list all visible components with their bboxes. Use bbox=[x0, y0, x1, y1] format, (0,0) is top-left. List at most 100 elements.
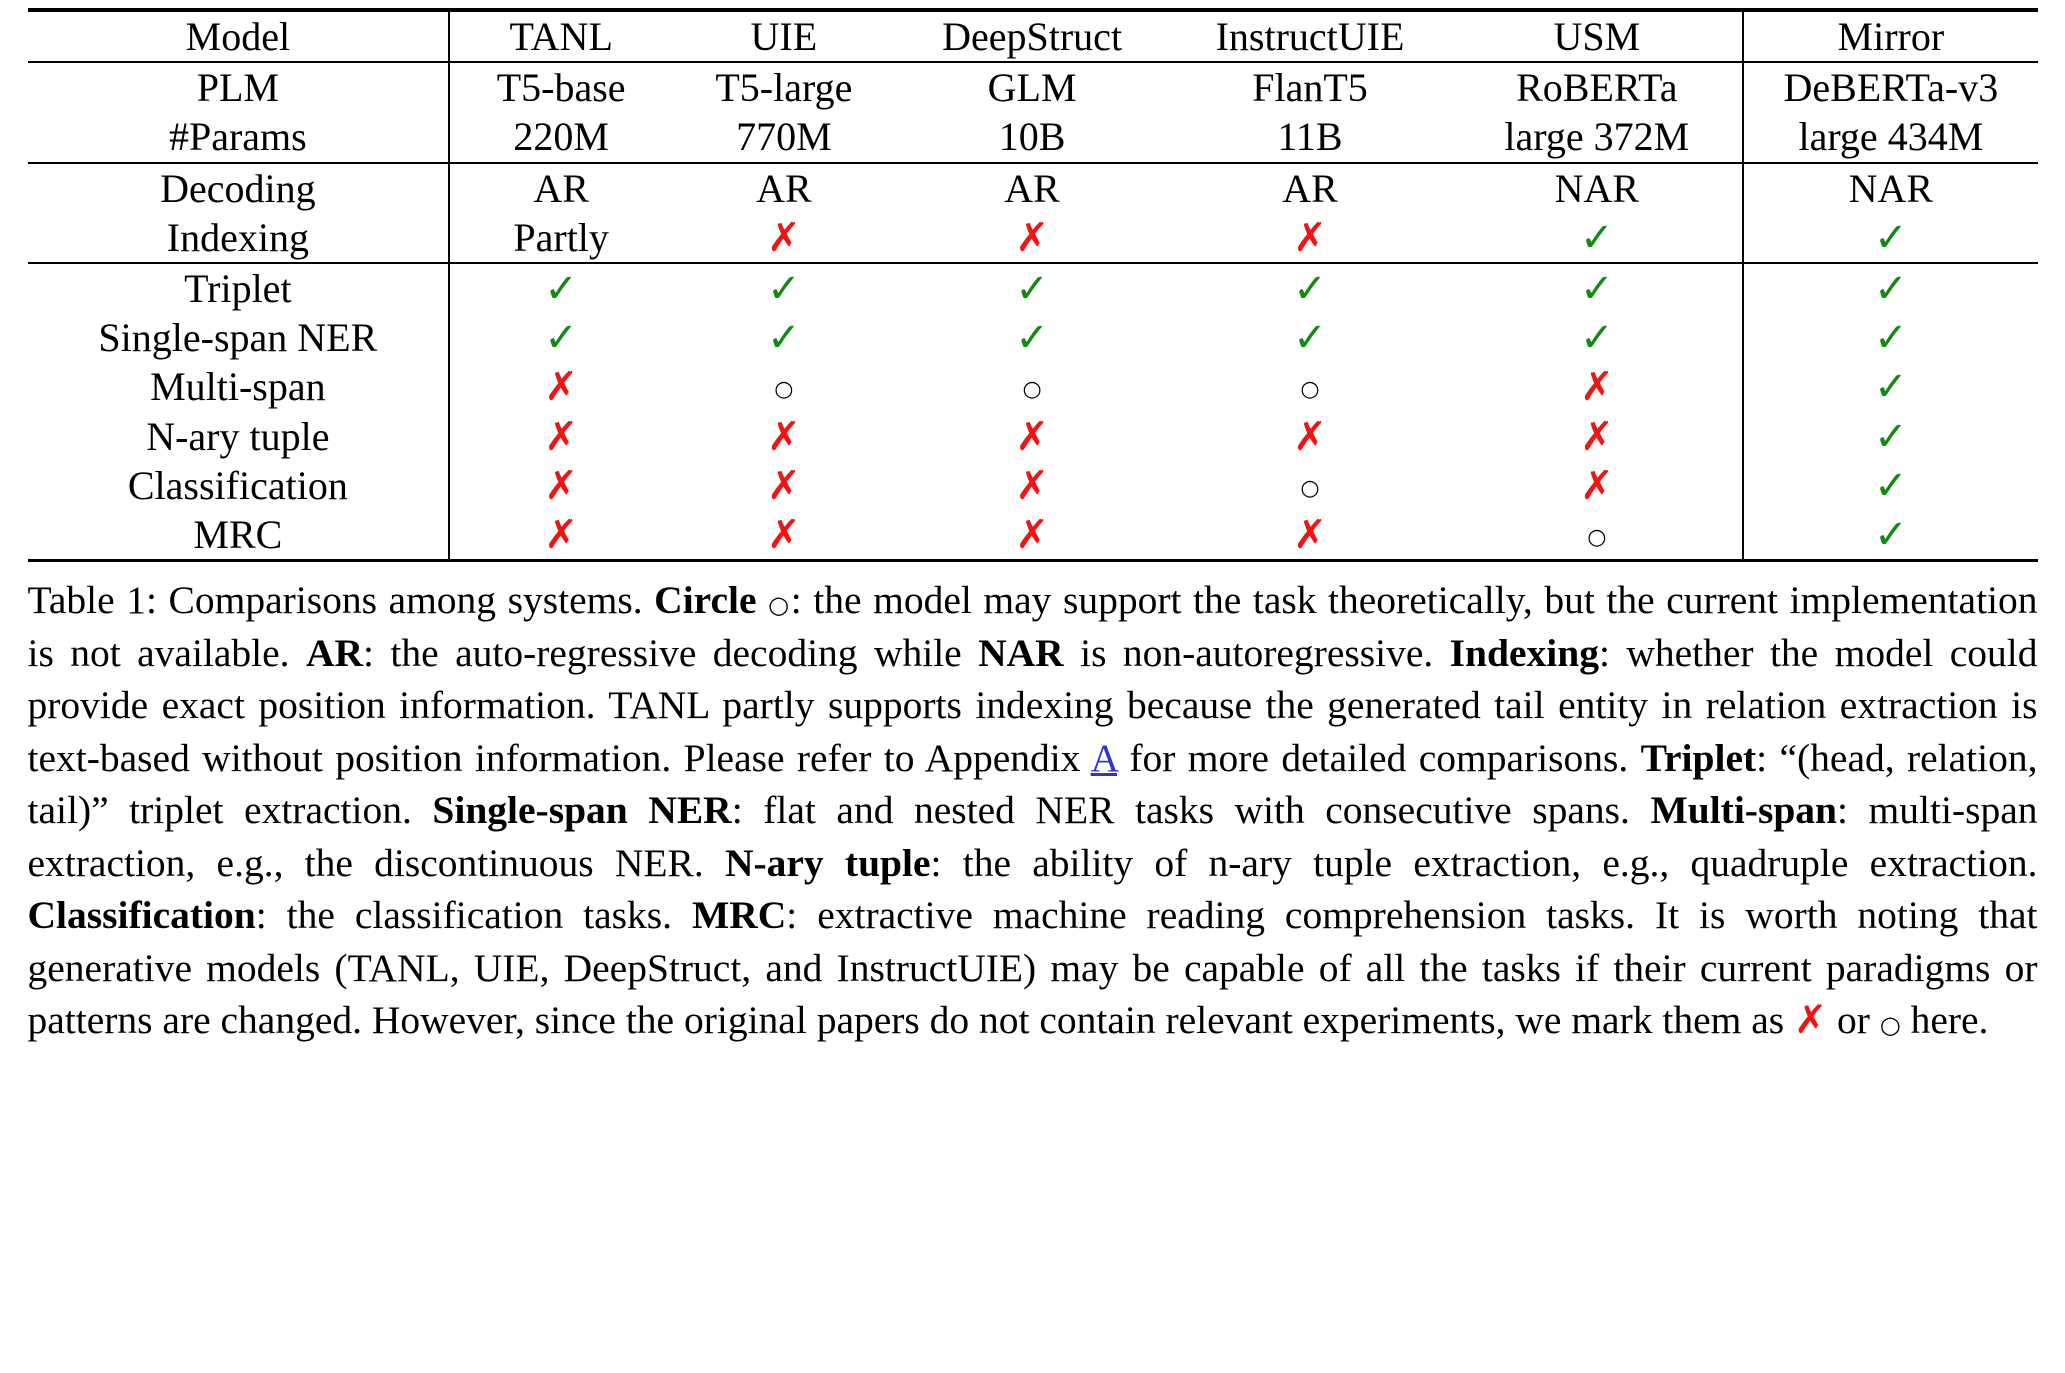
appendix-a-link[interactable]: A bbox=[1090, 735, 1118, 780]
triplet-usm: ✓ bbox=[1451, 261, 1744, 314]
params-deepstruct: 10B bbox=[998, 114, 1066, 160]
row-label-decoding: Decoding bbox=[27, 161, 450, 213]
params-tanl: 220M bbox=[448, 112, 673, 163]
check-icon: ✓ bbox=[1874, 265, 1908, 312]
caption-bold-ar: AR bbox=[305, 630, 364, 675]
caption-bold-multispan: Multi-span bbox=[1650, 788, 1838, 833]
classification-tanl: ✗ bbox=[448, 460, 673, 510]
row-label-n-ary-tuple: N-ary tuple bbox=[146, 413, 330, 459]
indexing-mirror: ✓ bbox=[1742, 212, 2038, 263]
check-icon: ✓ bbox=[1580, 315, 1614, 362]
caption-text-7: : “(head, relation, tail)” triplet extra… bbox=[27, 735, 2038, 833]
decoding-mirror: NAR bbox=[1742, 161, 2038, 213]
comparison-table-wrapper: Model TANL UIE DeepStruct InstructUIE US… bbox=[27, 0, 2038, 563]
table-row: Classification ✗ ✗ ✗ ○ ✗ ✓ bbox=[28, 460, 2038, 510]
caption-bold-mrc: MRC bbox=[691, 893, 787, 938]
row-label-classification: Classification bbox=[127, 462, 348, 508]
table-row: Triplet ✓ ✓ ✓ ✓ ✓ ✓ bbox=[27, 261, 2038, 314]
header-usm: USM bbox=[1451, 7, 1744, 63]
ssner-deepstruct: ✓ bbox=[896, 313, 1169, 362]
nary-usm: ✗ bbox=[1451, 412, 1743, 461]
multispan-instructuie: ○ bbox=[1169, 362, 1452, 411]
caption-text-6: for more detailed comparisons. bbox=[1117, 735, 1641, 780]
multispan-tanl: ✗ bbox=[448, 362, 673, 412]
table-row: Indexing Partly ✗ ✗ ✗ ✓ ✓ bbox=[28, 212, 2038, 263]
check-icon: ✓ bbox=[1874, 315, 1908, 362]
triplet-deepstruct: ✓ bbox=[895, 261, 1169, 314]
cross-icon: ✗ bbox=[767, 214, 801, 261]
header-uie: UIE bbox=[672, 7, 896, 63]
plm-instructuie: FlanT5 bbox=[1168, 61, 1452, 113]
mrc-deepstruct: ✗ bbox=[895, 509, 1169, 563]
ssner-uie: ✓ bbox=[672, 313, 896, 362]
params-mirror: large 434M bbox=[1742, 112, 2038, 163]
cross-icon: ✗ bbox=[544, 511, 578, 558]
nary-instructuie: ✗ bbox=[1169, 412, 1452, 461]
indexing-instructuie: ✗ bbox=[1169, 213, 1452, 263]
check-icon: ✓ bbox=[544, 265, 578, 312]
cross-icon: ✗ bbox=[544, 364, 578, 411]
row-label-triplet: Triplet bbox=[27, 261, 450, 314]
check-icon: ✓ bbox=[544, 315, 578, 362]
classification-deepstruct: ✗ bbox=[896, 461, 1169, 510]
triplet-uie: ✓ bbox=[672, 261, 896, 314]
cross-icon: ✗ bbox=[1580, 462, 1614, 509]
params-usm: large 372M bbox=[1504, 114, 1690, 160]
table-row: #Params 220M 770M 10B 11B large 372M lar… bbox=[28, 112, 2038, 163]
caption-bold-nar: NAR bbox=[978, 630, 1064, 675]
table-caption: Table 1: Comparisons among systems. Circ… bbox=[28, 574, 2038, 1047]
caption-text-5: : whether the model could provide exact … bbox=[27, 630, 2038, 780]
check-icon: ✓ bbox=[767, 315, 801, 362]
decoding-tanl: AR bbox=[448, 161, 673, 213]
caption-label: Table 1: bbox=[27, 578, 157, 623]
caption-text-14: here. bbox=[1900, 998, 1989, 1043]
params-uie: 770M bbox=[736, 114, 832, 160]
multispan-mirror: ✓ bbox=[1742, 362, 2038, 412]
classification-mirror: ✓ bbox=[1742, 460, 2038, 510]
mrc-tanl: ✗ bbox=[448, 509, 673, 563]
indexing-tanl: Partly bbox=[448, 212, 673, 263]
cross-icon: ✗ bbox=[544, 413, 578, 460]
circle-icon: ○ bbox=[1022, 377, 1042, 403]
header-instructuie: InstructUIE bbox=[1168, 7, 1452, 63]
cross-icon: ✗ bbox=[1015, 413, 1049, 460]
cross-icon: ✗ bbox=[544, 462, 578, 509]
plm-deepstruct: GLM bbox=[895, 61, 1169, 113]
cross-icon: ✗ bbox=[1015, 462, 1049, 509]
table-row: MRC ✗ ✗ ✗ ✗ ○ ✓ bbox=[27, 509, 2038, 563]
caption-text-4: is non-autoregressive. bbox=[1063, 630, 1450, 675]
triplet-tanl: ✓ bbox=[448, 261, 673, 314]
mrc-mirror: ✓ bbox=[1742, 509, 2038, 563]
classification-uie: ✗ bbox=[672, 461, 896, 510]
nary-tanl: ✗ bbox=[448, 411, 673, 461]
check-icon: ✓ bbox=[1874, 214, 1908, 261]
check-icon: ✓ bbox=[1874, 462, 1908, 509]
cross-icon: ✗ bbox=[1015, 511, 1049, 558]
params-instructuie: 11B bbox=[1277, 114, 1343, 160]
cross-icon: ✗ bbox=[1293, 511, 1327, 558]
decoding-instructuie: AR bbox=[1168, 161, 1452, 213]
caption-text-12: : extractive machine reading comprehensi… bbox=[27, 893, 2038, 1043]
nary-mirror: ✓ bbox=[1742, 411, 2038, 461]
row-label-mrc: MRC bbox=[27, 509, 450, 563]
cross-icon: ✗ bbox=[767, 511, 801, 558]
indexing-usm: ✓ bbox=[1451, 213, 1743, 263]
circle-icon: ○ bbox=[768, 591, 791, 620]
triplet-mirror: ✓ bbox=[1742, 261, 2038, 314]
indexing-deepstruct: ✗ bbox=[896, 213, 1169, 263]
header-deepstruct: DeepStruct bbox=[895, 7, 1169, 63]
ssner-mirror: ✓ bbox=[1742, 313, 2038, 363]
header-mirror: Mirror bbox=[1742, 7, 2038, 63]
caption-bold-nary: N-ary tuple bbox=[724, 840, 931, 885]
indexing-uie: ✗ bbox=[672, 213, 896, 263]
decoding-deepstruct: AR bbox=[895, 161, 1169, 213]
caption-text-2: : the model may support the task theoret… bbox=[27, 578, 2038, 675]
multispan-usm: ✗ bbox=[1451, 362, 1743, 411]
row-label-plm: PLM bbox=[27, 61, 450, 113]
nary-deepstruct: ✗ bbox=[896, 412, 1169, 461]
caption-bold-triplet: Triplet bbox=[1640, 735, 1757, 780]
caption-text-3: : the auto-regressive decoding while bbox=[363, 630, 979, 675]
caption-bold-classification: Classification bbox=[27, 893, 256, 938]
cross-icon: ✗ bbox=[1580, 364, 1614, 411]
